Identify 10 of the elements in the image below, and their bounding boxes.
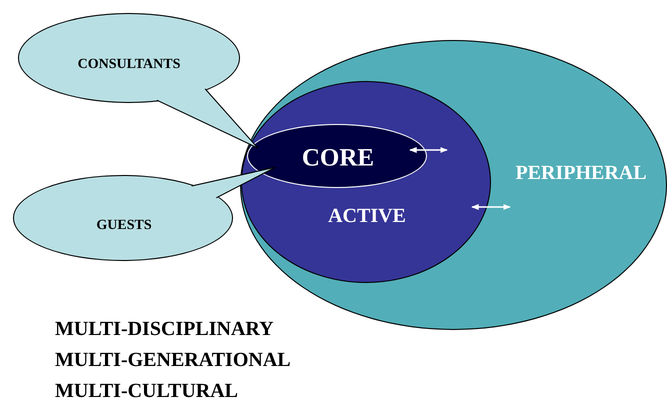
callout-line [191, 166, 276, 187]
ellipse-label: PERIPHERAL [515, 163, 647, 183]
note-text: MULTI-DISCIPLINARY [55, 317, 275, 342]
ellipse-label: CONSULTANTS [78, 58, 180, 72]
callout-line [156, 100, 258, 148]
note-text: MULTI-CULTURAL [55, 379, 240, 400]
note-text: MULTI-GENERATIONAL [55, 348, 291, 373]
ellipse-label: ACTIVE [328, 206, 406, 226]
ellipse-label: CORE [302, 146, 374, 170]
ellipse-label: GUESTS [96, 219, 152, 233]
